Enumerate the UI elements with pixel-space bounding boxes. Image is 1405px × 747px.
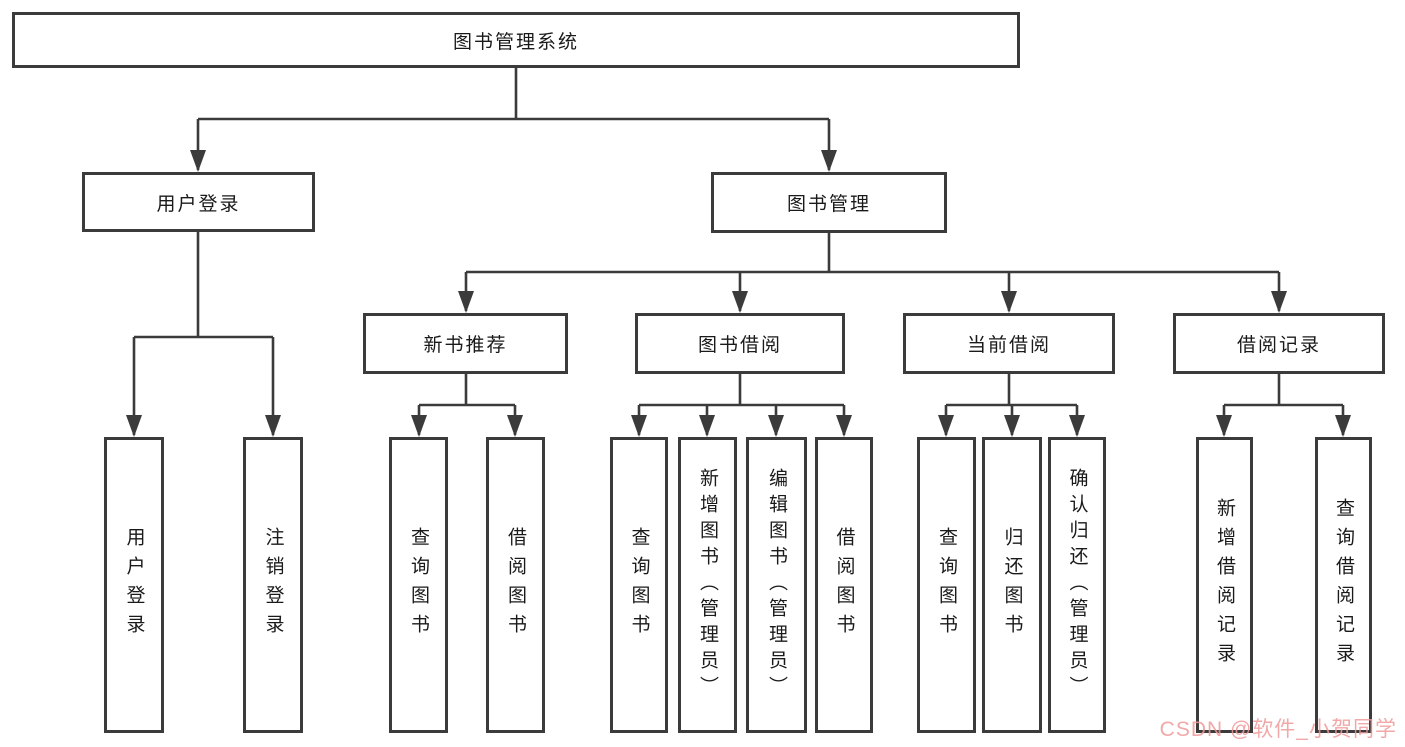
node-borrowing-records: 借阅记录 — [1173, 313, 1385, 374]
node-user-login-group: 用户登录 — [82, 172, 315, 232]
leaf-label: 归还图书 — [1001, 527, 1023, 643]
node-book-borrowing: 图书借阅 — [635, 313, 845, 374]
leaf-query-books-recommend: 查询图书 — [389, 437, 448, 733]
node-new-book-recommendation: 新书推荐 — [363, 313, 568, 374]
leaf-query-borrow-record: 查询借阅记录 — [1315, 437, 1372, 733]
leaf-label: 借阅图书 — [505, 527, 526, 643]
node-label: 借阅记录 — [1236, 335, 1321, 356]
leaf-logout: 注销登录 — [243, 437, 303, 733]
node-label: 当前借阅 — [966, 335, 1051, 356]
leaf-add-books-admin: 新增图书（管理员） — [678, 437, 737, 733]
node-label: 新书推荐 — [423, 335, 508, 356]
node-label: 图书管理系统 — [452, 31, 579, 53]
node-current-borrowing: 当前借阅 — [903, 313, 1115, 374]
leaf-label: 确认归还（管理员） — [1066, 468, 1088, 702]
node-label: 图书管理 — [786, 194, 871, 215]
leaf-borrow-books-recommend: 借阅图书 — [486, 437, 545, 733]
leaf-label: 注销登录 — [262, 527, 284, 643]
leaf-label: 查询图书 — [408, 527, 429, 643]
node-library-management-system: 图书管理系统 — [12, 12, 1020, 68]
leaf-edit-books-admin: 编辑图书（管理员） — [746, 437, 807, 733]
leaf-return-books: 归还图书 — [982, 437, 1042, 733]
node-book-management: 图书管理 — [711, 172, 947, 233]
leaf-label: 用户登录 — [123, 527, 145, 643]
csdn-watermark: CSDN @软件_小贺同学 — [1159, 718, 1397, 741]
leaf-add-borrow-record: 新增借阅记录 — [1196, 437, 1253, 733]
leaf-label: 新增借阅记录 — [1214, 498, 1235, 672]
node-label: 图书借阅 — [697, 335, 782, 356]
leaf-label: 查询图书 — [936, 527, 957, 643]
leaf-confirm-return-admin: 确认归还（管理员） — [1048, 437, 1106, 733]
leaf-label: 编辑图书（管理员） — [766, 468, 787, 702]
leaf-label: 查询借阅记录 — [1333, 498, 1354, 672]
leaf-query-books-current: 查询图书 — [917, 437, 976, 733]
node-label: 用户登录 — [156, 193, 241, 215]
leaf-label: 查询图书 — [628, 527, 650, 643]
leaf-label: 借阅图书 — [833, 527, 855, 643]
leaf-query-books-borrowing: 查询图书 — [610, 437, 668, 733]
leaf-borrow-books: 借阅图书 — [815, 437, 873, 733]
leaf-user-login: 用户登录 — [104, 437, 164, 733]
leaf-label: 新增图书（管理员） — [697, 468, 718, 702]
